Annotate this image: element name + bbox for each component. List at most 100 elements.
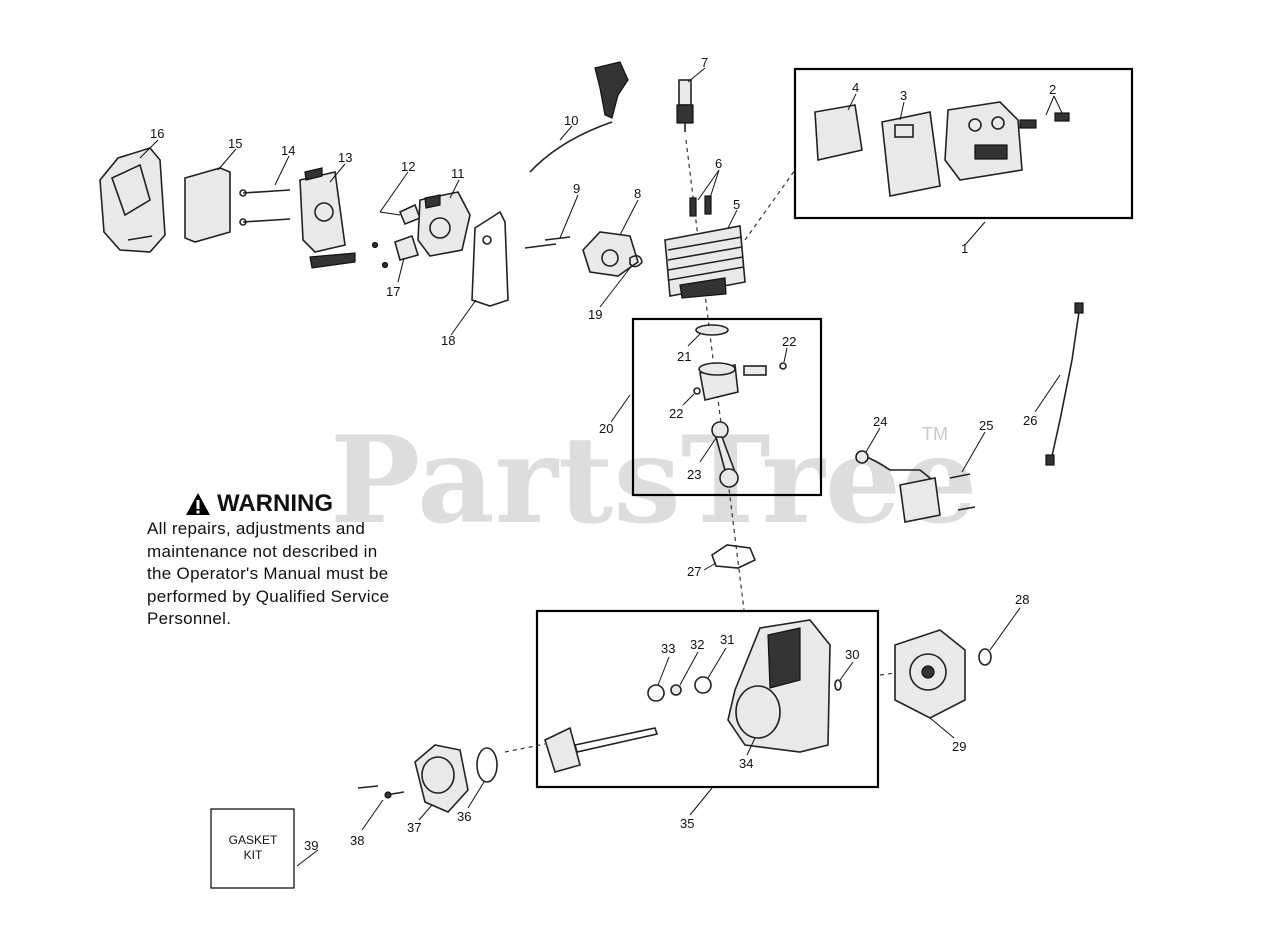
callout-11: 11	[451, 166, 465, 181]
cylinder-part	[664, 225, 746, 299]
callout-7: 7	[701, 55, 708, 70]
warning-title: WARNING	[217, 490, 333, 517]
warning-line-5: Personnel.	[147, 609, 232, 628]
callout-15: 15	[228, 136, 242, 151]
connecting-rod-part	[711, 421, 739, 488]
muffler-screws-2-part	[1019, 112, 1070, 129]
screws-25-part	[949, 473, 976, 511]
callout-6: 6	[715, 156, 722, 171]
screws-6-part	[689, 195, 712, 217]
heat-shield-4-part	[814, 104, 863, 161]
callout-25: 25	[979, 418, 993, 433]
callout-21: 21	[677, 349, 691, 364]
bearing-32-part	[670, 684, 682, 696]
washer-28-part	[978, 648, 992, 666]
callout-27: 27	[687, 564, 701, 579]
gasket-21-part	[695, 324, 729, 336]
piston-part	[698, 362, 739, 401]
retaining-ring-22a-part	[779, 362, 787, 370]
gasket-kit-line-1: GASKET	[228, 833, 278, 847]
callout-22-upper: 22	[782, 334, 796, 349]
warning-line-1: All repairs, adjustments and	[147, 519, 366, 538]
assembly-axis-muffler	[744, 169, 796, 241]
callout-4: 4	[852, 80, 859, 95]
warning-line-4: performed by Qualified Service	[147, 586, 390, 606]
callout-2: 2	[1049, 82, 1056, 97]
screws-9-part	[524, 236, 571, 249]
group-box-35	[535, 609, 880, 789]
callout-18: 18	[441, 333, 455, 348]
group-box-20	[631, 317, 823, 497]
muffler-part	[944, 101, 1023, 181]
callout-12: 12	[401, 159, 415, 174]
gasket-12-part	[398, 203, 422, 226]
group-box-1	[793, 67, 1134, 220]
screws-38-part	[357, 785, 405, 799]
callout-34: 34	[739, 756, 753, 771]
assembly-axis-vertical	[685, 139, 745, 611]
clip-19-part	[629, 254, 643, 268]
retaining-ring-22b-part	[693, 387, 701, 395]
callout-8: 8	[634, 186, 641, 201]
callout-5: 5	[733, 197, 740, 212]
gasket-kit-line-2: KIT	[243, 848, 263, 862]
carb-screws-17-part	[371, 234, 420, 269]
callout-13: 13	[338, 150, 352, 165]
warning-line-3: the Operator's Manual must be	[147, 564, 389, 583]
callout-39: 39	[304, 838, 318, 853]
watermark-logo: PartsTree	[330, 410, 977, 551]
crankcase-part	[727, 619, 831, 753]
crankcase-gasket-part	[711, 544, 757, 569]
piston-pin-part	[743, 365, 767, 376]
assembly-axis-crank	[504, 743, 546, 753]
clutch-housing-part	[414, 744, 469, 813]
screws-14-part	[239, 189, 291, 226]
seal-33-part	[647, 684, 665, 702]
callout-1: 1	[961, 241, 968, 256]
callout-38: 38	[350, 833, 364, 848]
callout-3: 3	[900, 88, 907, 103]
carburetor-part	[417, 191, 471, 257]
callout-36: 36	[457, 809, 471, 824]
callout-33: 33	[661, 641, 675, 656]
callout-35: 35	[680, 816, 694, 831]
warning-title-row: WARNING	[185, 490, 447, 518]
seal-31-part	[694, 676, 712, 694]
callout-28: 28	[1015, 592, 1029, 607]
callout-9: 9	[573, 181, 580, 196]
warning-triangle-icon	[186, 493, 210, 515]
air-filter-cover-part	[99, 147, 166, 253]
callout-20: 20	[599, 421, 613, 436]
callout-32: 32	[690, 637, 704, 652]
air-filter-part	[184, 167, 231, 243]
spark-plug-boot-part	[529, 61, 629, 173]
callout-29: 29	[952, 739, 966, 754]
callout-17: 17	[386, 284, 400, 299]
key-30-part	[834, 679, 842, 691]
gasket-36-part	[476, 747, 498, 783]
watermark-tm: TM	[922, 424, 948, 444]
callout-22-lower: 22	[669, 406, 683, 421]
ground-wire-part	[1045, 302, 1084, 466]
callout-24: 24	[873, 414, 887, 429]
crankshaft-part	[544, 726, 659, 773]
callout-31: 31	[720, 632, 734, 647]
assembly-axis-flywheel	[879, 672, 896, 676]
insulator-gasket-hole	[482, 235, 492, 245]
callout-16: 16	[150, 126, 164, 141]
callout-26: 26	[1023, 413, 1037, 428]
warning-notice: WARNING All repairs, adjustments and mai…	[147, 490, 447, 631]
callout-23: 23	[687, 467, 701, 482]
callout-14: 14	[281, 143, 295, 158]
leader-lines	[139, 67, 1063, 867]
flywheel-part	[894, 629, 966, 719]
spark-plug-part	[676, 79, 694, 132]
filter-base-part	[299, 167, 356, 269]
muffler-bracket-3-part	[881, 111, 941, 197]
gasket-kit-label: GASKET KIT	[212, 833, 294, 863]
intake-adapter-part	[582, 231, 639, 277]
callout-10: 10	[564, 113, 578, 128]
warning-line-2: maintenance not described in	[147, 541, 378, 561]
callout-30: 30	[845, 647, 859, 662]
